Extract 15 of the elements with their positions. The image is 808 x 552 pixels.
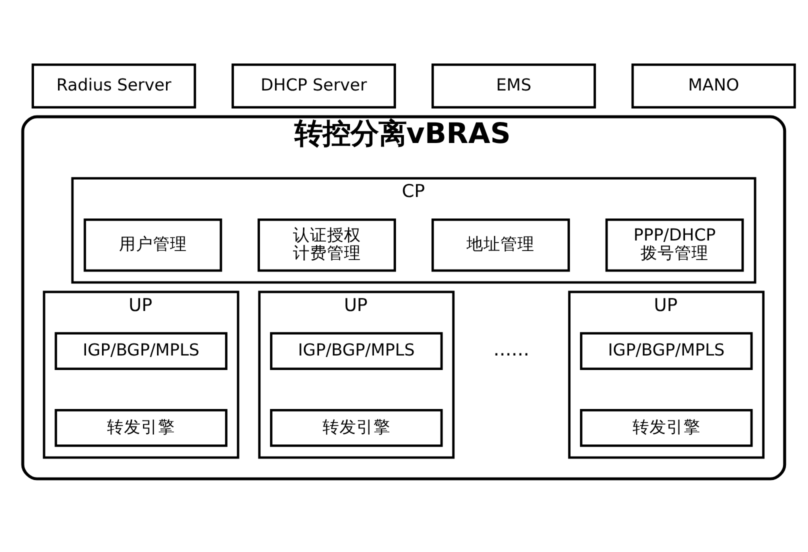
node-box: 地址管理 xyxy=(432,218,570,272)
node-box: IGP/BGP/MPLS xyxy=(54,332,228,370)
node-box: PPP/DHCP拨号管理 xyxy=(605,218,744,272)
node-box: IGP/BGP/MPLS xyxy=(580,332,753,370)
label: ...... xyxy=(493,338,530,360)
node-box: DHCP Server xyxy=(232,63,396,108)
node-box: 转发引擎 xyxy=(54,408,228,446)
node-box: 认证授权计费管理 xyxy=(258,218,396,272)
node-box: IGP/BGP/MPLS xyxy=(270,332,443,370)
node-box: 用户管理 xyxy=(84,218,222,272)
node-box: EMS xyxy=(432,63,596,108)
node-box: Radius Server xyxy=(32,63,196,108)
node-box: 转发引擎 xyxy=(270,408,443,446)
node-box: MANO xyxy=(631,63,796,108)
node-box: 转发引擎 xyxy=(580,408,753,446)
